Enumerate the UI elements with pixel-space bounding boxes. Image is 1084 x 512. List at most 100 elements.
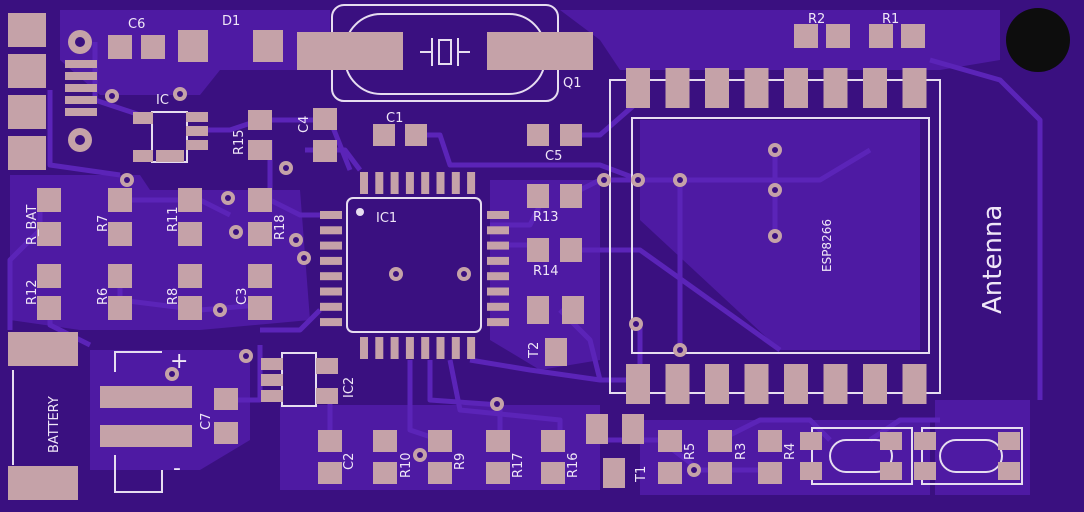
pad-c2-a bbox=[318, 430, 342, 452]
pad-r3-a bbox=[708, 430, 732, 452]
label-r5: R5 bbox=[683, 443, 698, 460]
ic1-pin-left-1 bbox=[320, 211, 342, 219]
pad-c7-b bbox=[214, 422, 238, 444]
via-drill-13 bbox=[635, 177, 641, 183]
ic1-pin-left-3 bbox=[320, 241, 342, 250]
label-r8: R8 bbox=[166, 288, 181, 305]
label-ic2: IC2 bbox=[342, 377, 357, 398]
label-r14: R14 bbox=[533, 264, 559, 279]
pad-r12-b bbox=[37, 296, 61, 320]
ic1-pin-left-8 bbox=[320, 318, 342, 327]
label-ic: IC bbox=[156, 93, 169, 108]
vias bbox=[105, 87, 782, 477]
pad-c7-a bbox=[214, 388, 238, 410]
pad-ic-4 bbox=[186, 126, 208, 136]
via-drill-21 bbox=[169, 371, 175, 377]
pad-t1-c bbox=[603, 458, 625, 488]
pad-ic2-1 bbox=[261, 358, 283, 370]
esp-shield-outline bbox=[631, 117, 930, 354]
via-drill-17 bbox=[772, 233, 778, 239]
pad-btn-left-4 bbox=[880, 462, 902, 480]
pad-r2-b bbox=[826, 24, 850, 48]
esp-pad-top-2 bbox=[665, 68, 690, 108]
via-drill-10 bbox=[393, 271, 399, 277]
ic1-pin-bottom-3 bbox=[390, 337, 399, 359]
ic1-outline bbox=[346, 197, 482, 333]
ic1-pin-left-2 bbox=[320, 226, 342, 235]
esp-module-outline bbox=[609, 79, 941, 394]
esp-pad-bottom-8 bbox=[902, 364, 927, 404]
pad-usb-2 bbox=[65, 72, 97, 80]
esp-pad-bottom-7 bbox=[863, 364, 887, 404]
pad-edge-1 bbox=[8, 13, 46, 47]
pad-r7-a bbox=[108, 188, 132, 212]
label-c5: C5 bbox=[545, 149, 562, 164]
crystal-symbol-body bbox=[438, 39, 452, 65]
ic1-pin-right-1 bbox=[487, 211, 509, 219]
mounting-hole bbox=[1006, 8, 1070, 72]
pad-r13-a bbox=[527, 184, 549, 208]
pad-ic2-3 bbox=[261, 390, 283, 402]
button-left-actuator bbox=[829, 439, 893, 473]
battery-bracket-bottom bbox=[114, 455, 163, 493]
ic1-pin-left-4 bbox=[320, 256, 342, 265]
pad-btn-right-1 bbox=[914, 432, 936, 450]
ic1-pin-top-7 bbox=[451, 172, 460, 194]
pad-usb-1 bbox=[65, 60, 97, 68]
pad-t1-a bbox=[586, 414, 608, 444]
via-drill-20 bbox=[243, 353, 249, 359]
pad-ic-1 bbox=[133, 112, 153, 124]
esp-pad-bottom-6 bbox=[823, 364, 848, 404]
label-antenna: Antenna bbox=[978, 205, 1008, 314]
pad-battery-bottom bbox=[8, 466, 78, 500]
label-r3: R3 bbox=[734, 443, 749, 460]
via-drill-2 bbox=[177, 91, 183, 97]
pad-btn-right-2 bbox=[914, 462, 936, 480]
esp-pad-bottom-1 bbox=[626, 364, 650, 404]
pad-r12-a bbox=[37, 264, 61, 288]
pad-ic-5 bbox=[186, 140, 208, 150]
label-r11: R11 bbox=[166, 206, 181, 232]
pad-usb-4 bbox=[65, 96, 97, 104]
label-r2: R2 bbox=[808, 12, 825, 27]
pad-btn-right-4 bbox=[998, 462, 1020, 480]
pad-r16-a bbox=[541, 430, 565, 452]
pad-t2-c bbox=[545, 338, 567, 366]
pad-btn-right-3 bbox=[998, 432, 1020, 450]
pad-c1-b bbox=[405, 124, 427, 146]
via-drill-22 bbox=[494, 401, 500, 407]
pad-r8-b bbox=[178, 296, 202, 320]
ic1-pin-bottom-6 bbox=[436, 337, 445, 359]
pad-r9-a bbox=[428, 430, 452, 452]
label-c1: C1 bbox=[386, 111, 403, 126]
via-drill-7 bbox=[293, 237, 299, 243]
label-t1: T1 bbox=[634, 466, 649, 483]
pad-r4-a bbox=[758, 430, 782, 452]
label-r18: R18 bbox=[273, 214, 288, 240]
pad-c4-a bbox=[313, 108, 337, 130]
pad-d1-b bbox=[253, 30, 283, 62]
pad-r18-a bbox=[248, 188, 272, 212]
label-battery: BATTERY bbox=[47, 396, 62, 453]
ic1-pin-right-8 bbox=[487, 318, 509, 327]
button-right-outline bbox=[921, 427, 1023, 485]
ic1-pin-right-7 bbox=[487, 302, 509, 311]
label-esp8266: ESP8266 bbox=[820, 219, 834, 272]
pad-btn-left-1 bbox=[800, 432, 822, 450]
ic1-pin-right-4 bbox=[487, 256, 509, 265]
pad-r11-b bbox=[178, 222, 202, 246]
pad-r7-b bbox=[108, 222, 132, 246]
pad-r8-a bbox=[178, 264, 202, 288]
pad-c5-a bbox=[527, 124, 549, 146]
pad-r18-b bbox=[248, 222, 272, 246]
pad-edge-2 bbox=[8, 54, 46, 88]
pad-r13-b bbox=[560, 184, 582, 208]
ic1-pin-top-8 bbox=[467, 172, 476, 194]
esp-pad-bottom-5 bbox=[784, 364, 808, 404]
pad-d1-a bbox=[178, 30, 208, 62]
pad-c3-b bbox=[248, 296, 272, 320]
ic1-pin-top-3 bbox=[390, 172, 399, 194]
label-r4: R4 bbox=[783, 443, 798, 460]
via-drill-8 bbox=[301, 255, 307, 261]
pad-ic2-4 bbox=[316, 358, 338, 374]
